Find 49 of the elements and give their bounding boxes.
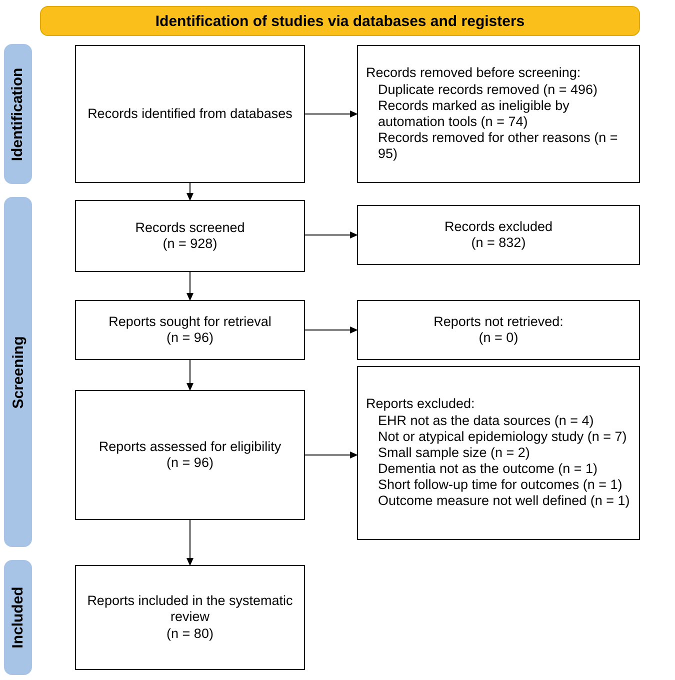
arrow	[304, 326, 358, 334]
phase-band	[4, 197, 32, 547]
phase-band	[4, 560, 32, 675]
box-text: Identification of studies via databases and registers	[155, 12, 525, 30]
box-text: Included	[10, 586, 26, 648]
count-text: EHR not as the data sources (n = 4)	[377, 412, 594, 429]
box-text: Records excluded	[444, 218, 553, 235]
count-text: (n = 928)	[162, 236, 218, 252]
box-text: Reports assessed for eligibility	[98, 438, 282, 455]
box-text: Reports sought for retrieval	[108, 314, 272, 330]
process-box	[357, 205, 640, 265]
box-text: Records identified from databases	[88, 106, 292, 122]
box-text: Reports not retrieved:	[434, 314, 564, 330]
count-text: Dementia not as the outcome (n = 1)	[377, 461, 598, 478]
arrow	[186, 182, 194, 201]
box-text: Identification	[10, 67, 26, 161]
arrow	[304, 452, 358, 458]
box-text: Records screened	[135, 220, 245, 236]
count-text: Records removed for other reasons (n = 95)	[377, 130, 619, 163]
process-box	[357, 45, 640, 183]
count-text: Records marked as ineligible by automation tools (n = 74)	[377, 98, 570, 130]
process-box	[75, 300, 305, 360]
box-text: Reports included in the systematic review	[86, 593, 294, 626]
box-text: Records removed before screening:	[366, 65, 581, 82]
count-text: (n = 832)	[471, 235, 526, 252]
process-box	[357, 300, 640, 360]
count-text: Duplicate records removed (n = 496)	[377, 82, 598, 98]
count-text: Small sample size (n = 2)	[377, 444, 530, 462]
phase-band	[4, 44, 32, 184]
arrow	[186, 272, 194, 301]
process-box	[75, 200, 305, 272]
arrow	[304, 110, 358, 118]
process-box	[75, 390, 305, 520]
count-text: Not or atypical epidemiology study (n = 7)	[377, 428, 627, 445]
arrow	[304, 232, 358, 238]
process-box	[75, 565, 305, 670]
count-text: Outcome measure not well defined (n = 1)	[377, 493, 630, 510]
arrow	[186, 360, 194, 391]
arrow	[186, 520, 194, 566]
count-text: Short follow-up time for outcomes (n = 1)	[377, 477, 622, 494]
process-box	[75, 45, 305, 183]
count-text: (n = 96)	[166, 330, 214, 346]
count-text: (n = 96)	[166, 455, 214, 472]
count-text: (n = 0)	[478, 330, 518, 346]
process-box	[357, 366, 640, 540]
banner-heading	[40, 6, 640, 36]
box-text: Screening	[10, 336, 26, 408]
count-text: (n = 80)	[166, 626, 214, 642]
box-text: Reports excluded:	[366, 396, 475, 413]
